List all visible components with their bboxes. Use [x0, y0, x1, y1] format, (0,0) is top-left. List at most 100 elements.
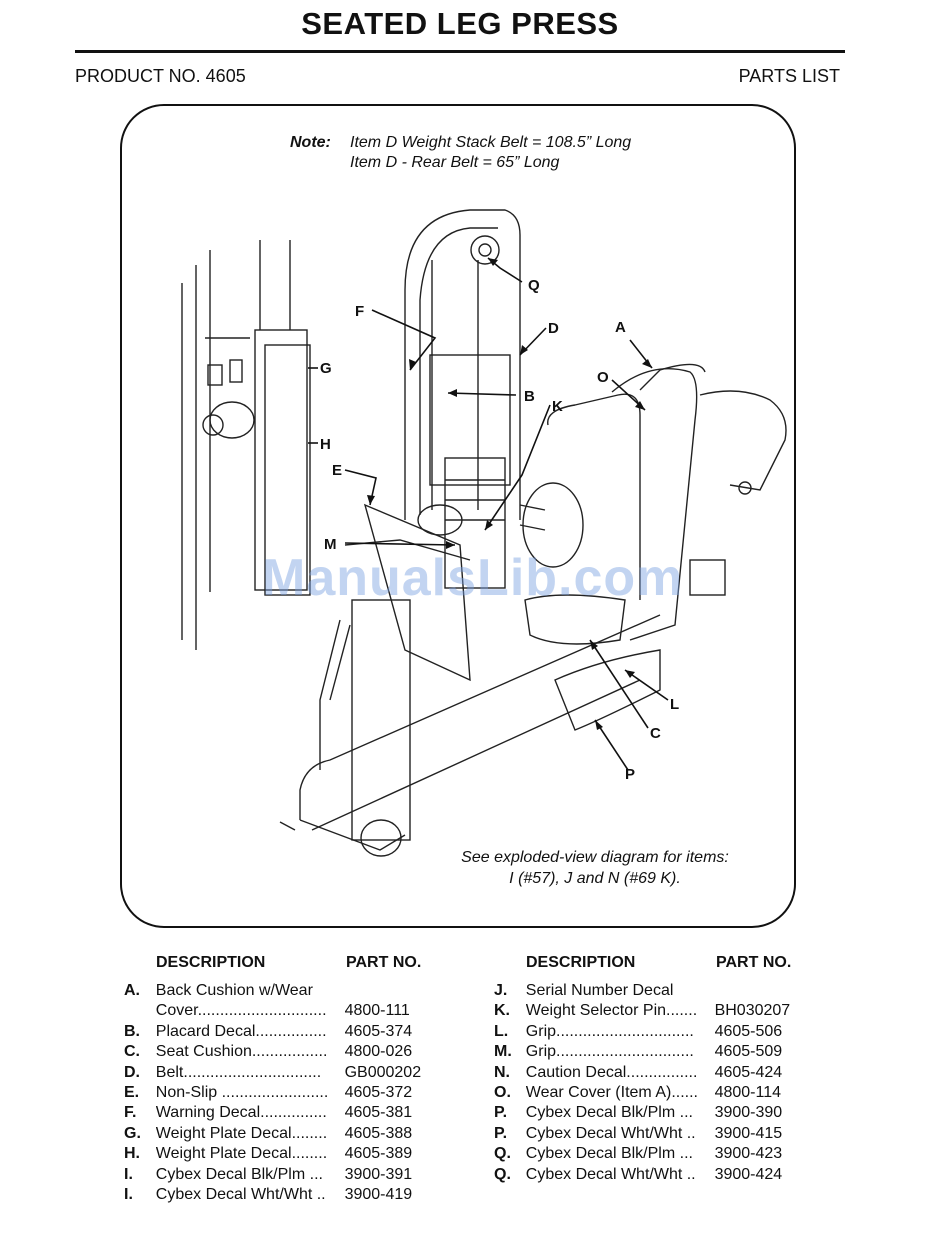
part-description: Cybex Decal Wht/Wht .. — [155, 1186, 326, 1204]
parts-row: Cover............................. 4800-1… — [124, 1001, 434, 1021]
see-note-line-2: I (#57), J and N (#69 K). — [509, 870, 681, 887]
callout-g: G — [320, 360, 332, 377]
main-weight-stack — [417, 457, 506, 589]
parts-row: M.Grip...............................460… — [494, 1042, 804, 1062]
right-part-number-header: PART NO. — [716, 954, 792, 971]
left-description-header: DESCRIPTION — [156, 954, 266, 971]
main-upright — [404, 209, 521, 520]
parts-row: O.Wear Cover (Item A)......4800-114 — [494, 1083, 804, 1103]
parts-row: D.Belt...............................GB0… — [124, 1063, 434, 1083]
parts-row: G. Weight Plate Decal........ 4605-388 — [124, 1124, 434, 1144]
product-number: PRODUCT NO. 4605 — [75, 66, 246, 86]
part-number — [345, 981, 434, 1001]
part-letter: C. — [124, 1043, 140, 1061]
part-letter: M. — [494, 1043, 512, 1061]
figure-frame — [120, 104, 796, 928]
part-description: Back Cushion w/Wear — [155, 982, 313, 999]
part-letter: P. — [494, 1104, 508, 1122]
page-title: SEATED LEG PRESS — [301, 6, 619, 41]
part-number: 4605-389 — [344, 1145, 413, 1163]
parts-row: A. Back Cushion w/Wear — [124, 981, 434, 1001]
left-part-number-header: PART NO. — [346, 954, 422, 971]
part-letter: E. — [124, 1084, 140, 1102]
part-description: Belt............................... — [155, 1063, 322, 1081]
part-number: 3900-415 — [714, 1124, 783, 1142]
part-letter: K. — [494, 1002, 510, 1020]
parts-row: L.Grip...............................460… — [494, 1022, 804, 1042]
callout-o: O — [597, 369, 609, 386]
part-description: Cover............................. — [155, 1002, 327, 1020]
watermark: ManualsLib.com — [262, 549, 684, 607]
callout-f: F — [355, 303, 364, 320]
callout-l: L — [670, 696, 679, 713]
inset-weight-stack — [181, 240, 311, 650]
part-description: Placard Decal................ — [155, 1022, 327, 1040]
part-letter: B. — [124, 1022, 140, 1040]
parts-row: I. Cybex Decal Blk/Plm ... 3900-391 — [124, 1165, 434, 1185]
parts-row: Q.Cybex Decal Blk/Plm ...3900-423 — [494, 1144, 804, 1164]
part-number: 3900-424 — [714, 1165, 783, 1183]
part-number: 3900-391 — [344, 1165, 413, 1183]
callout-h: H — [320, 436, 331, 453]
callout-m: M — [324, 536, 337, 553]
part-description: Non-Slip ........................ — [155, 1084, 329, 1102]
part-number: 4605-388 — [344, 1124, 413, 1142]
part-letter: Q. — [494, 1165, 511, 1183]
callout-k: K — [552, 398, 563, 415]
part-letter — [124, 1001, 156, 1021]
part-number — [715, 981, 804, 1001]
parts-row: H.Weight Plate Decal........4605-389 — [124, 1144, 434, 1164]
note-label: Note: — [290, 134, 331, 151]
part-number: 3900-419 — [344, 1186, 413, 1204]
leader-lines — [308, 257, 669, 771]
part-letter: F. — [124, 1104, 137, 1122]
part-description: Serial Number Decal — [525, 982, 674, 999]
part-letter: I. — [124, 1165, 133, 1183]
part-number: 4605-374 — [344, 1022, 413, 1040]
part-description: Weight Plate Decal........ — [155, 1124, 328, 1142]
part-number: 4605-509 — [714, 1043, 783, 1061]
part-number: 4800-026 — [344, 1043, 413, 1061]
part-description: Cybex Decal Blk/Plm ... — [155, 1165, 323, 1183]
part-description: Caution Decal................ — [525, 1063, 698, 1081]
part-number: 4605-381 — [344, 1104, 413, 1122]
right-description-header: DESCRIPTION — [526, 954, 636, 971]
part-letter: G. — [124, 1124, 141, 1142]
part-description: Cybex Decal Blk/Plm ... — [525, 1145, 693, 1163]
part-number: 4605-372 — [344, 1084, 413, 1102]
part-number: 3900-423 — [714, 1145, 783, 1163]
base-rails — [279, 559, 726, 857]
part-letter: N. — [494, 1063, 510, 1081]
callout-p: P — [625, 766, 635, 783]
part-description: Weight Plate Decal........ — [155, 1145, 328, 1163]
part-description: Grip............................... — [525, 1022, 694, 1040]
part-number: 4800-114 — [714, 1084, 782, 1102]
part-letter: D. — [124, 1063, 140, 1081]
seat-and-backrest — [519, 363, 787, 645]
callout-d: D — [548, 320, 559, 337]
parts-row: E. Non-Slip ........................ 4605-… — [124, 1083, 434, 1103]
parts-row: Q.Cybex Decal Wht/Wht ..3900-424 — [494, 1165, 804, 1185]
leader-arrowheads — [367, 258, 652, 730]
part-description: Wear Cover (Item A)...... — [525, 1084, 698, 1102]
parts-row: I. Cybex Decal Wht/Wht .. 3900-419 — [124, 1185, 434, 1205]
see-note-line-1: See exploded-view diagram for items: — [461, 849, 729, 866]
callout-e: E — [332, 462, 342, 479]
part-description: Seat Cushion................. — [155, 1043, 328, 1061]
part-number: 4605-506 — [714, 1022, 783, 1040]
machine-illustration — [181, 209, 787, 857]
parts-row: F.Warning Decal...............4605-381 — [124, 1103, 434, 1123]
part-letter: A. — [124, 982, 140, 999]
parts-row: P.Cybex Decal Wht/Wht ..3900-415 — [494, 1124, 804, 1144]
part-number: 3900-390 — [714, 1104, 783, 1122]
title-rule — [75, 50, 845, 53]
parts-row: B. Placard Decal................ 4605-374 — [124, 1022, 434, 1042]
part-number: BH030207 — [714, 1002, 791, 1020]
parts-row: C. Seat Cushion................. 4800-026 — [124, 1042, 434, 1062]
part-number: 4800-111 — [344, 1002, 410, 1020]
part-letter: I. — [124, 1186, 133, 1204]
section-label: PARTS LIST — [738, 66, 840, 86]
